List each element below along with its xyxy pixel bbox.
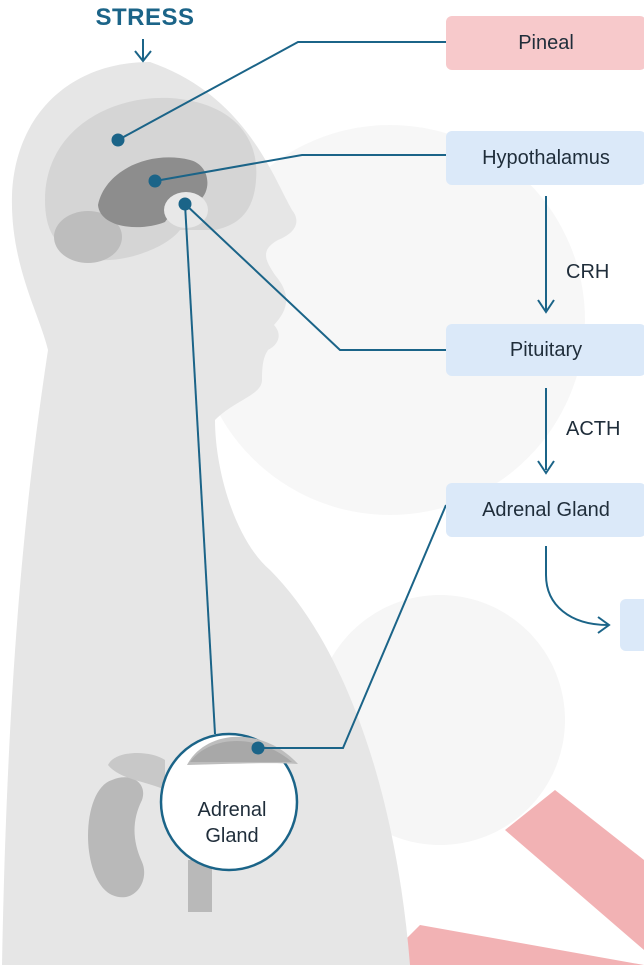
pineal-box: Pineal [446,16,644,70]
stress-title: STRESS [60,4,230,32]
watermark-shape [380,925,644,965]
watermark-shape [505,790,644,950]
output-box [620,599,644,651]
acth-label: ACTH [566,418,620,441]
pineal-dot [112,134,125,147]
crh-label: CRH [566,261,609,284]
pituitary-box: Pituitary [446,324,644,376]
hypothalamus-box: Hypothalamus [446,131,644,185]
adrenal-gland-box: Adrenal Gland [446,483,644,537]
output-arrow [546,546,608,625]
pituitary-dot [179,198,192,211]
adrenal-inset-label: Adrenal Gland [180,797,284,849]
adrenal-dot [252,742,265,755]
hypothalamus-dot [149,175,162,188]
